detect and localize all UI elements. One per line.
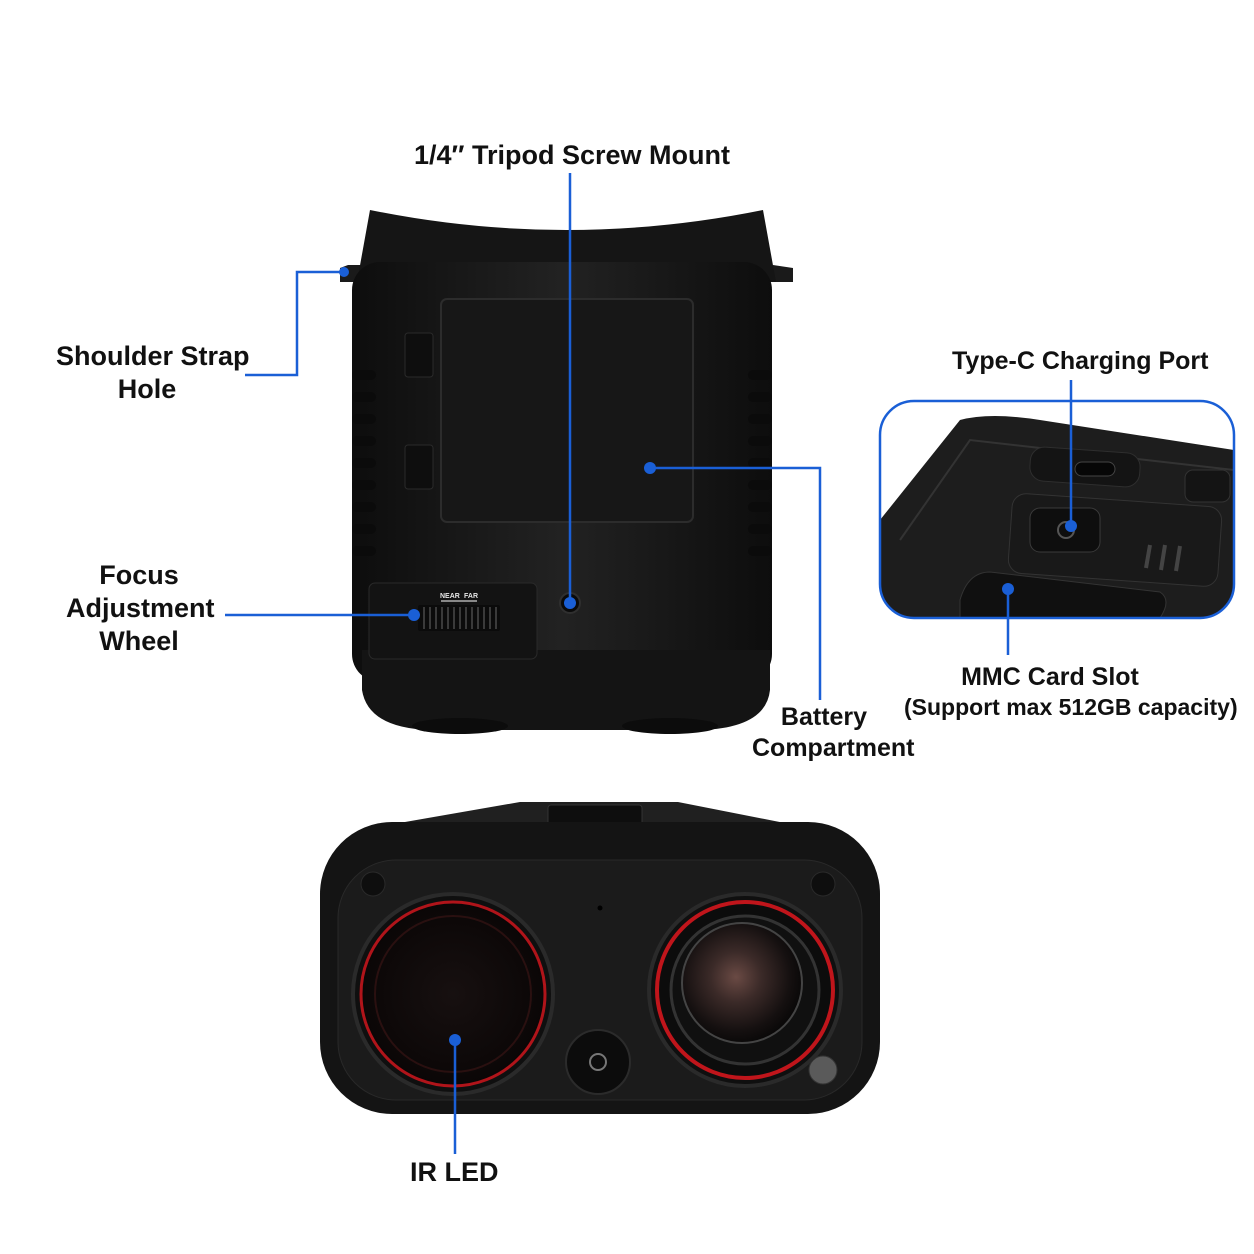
ir-led-label: IR LED xyxy=(410,1157,499,1187)
battery-callout-dot xyxy=(644,462,656,474)
focus-scale-near: NEAR xyxy=(440,593,460,600)
focus-wheel-label-line-2: Adjustment xyxy=(66,592,215,623)
shoulder-strap-callout-dot xyxy=(339,267,349,277)
callout-lines xyxy=(225,173,1073,1154)
battery-callout-line xyxy=(650,466,822,700)
ports-inset xyxy=(880,401,1234,618)
device-front-view xyxy=(320,802,880,1114)
tripod-callout-dot xyxy=(564,597,576,609)
focus-wheel-label: Focus Adjustment Wheel xyxy=(66,559,215,658)
mmc-slot-label-line-2: (Support max 512GB capacity) xyxy=(904,693,1238,720)
focus-wheel-label-line-1: Focus xyxy=(99,560,179,590)
shoulder-strap-callout-line xyxy=(245,270,340,377)
mmc-slot-label-line-1: MMC Card Slot xyxy=(961,663,1139,691)
mmc-callout-dot xyxy=(1002,583,1014,595)
device-back-view: NEAR FAR xyxy=(340,210,793,734)
type-c-port-label: Type-C Charging Port xyxy=(952,347,1209,375)
ir-led-callout-dot xyxy=(449,1034,461,1046)
shoulder-strap-label-line-1: Shoulder Strap xyxy=(56,341,250,371)
type-c-callout-dot xyxy=(1065,520,1077,532)
focus-callout-dot xyxy=(408,609,420,621)
mmc-slot-label: MMC Card Slot (Support max 512GB capacit… xyxy=(904,662,1238,721)
battery-label: Battery Compartment xyxy=(752,702,915,763)
focus-scale-far: FAR xyxy=(464,593,478,600)
shoulder-strap-label-line-2: Hole xyxy=(117,373,177,404)
focus-wheel-label-line-3: Wheel xyxy=(99,625,179,656)
battery-label-line-2: Compartment xyxy=(752,733,915,762)
battery-label-line-1: Battery xyxy=(780,703,868,731)
shoulder-strap-label: Shoulder Strap Hole xyxy=(56,340,250,406)
tripod-mount-label: 1/4″ Tripod Screw Mount xyxy=(414,140,730,170)
